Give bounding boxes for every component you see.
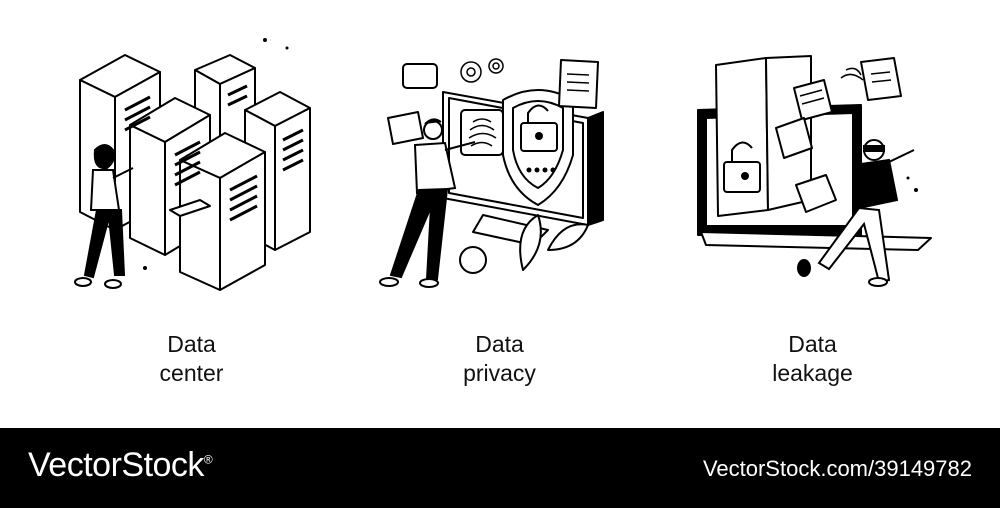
- data-privacy-panel: Data privacy: [333, 0, 666, 428]
- data-leakage-caption: Data leakage: [646, 330, 979, 388]
- caption-line-1: Data: [167, 331, 216, 357]
- caption-line-2: center: [159, 360, 224, 386]
- data-center-caption: Data center: [25, 330, 358, 388]
- caption-line-1: Data: [475, 331, 524, 357]
- stock-id-url: VectorStock.com/39149782: [702, 456, 972, 481]
- data-center-panel: Data center: [25, 0, 358, 428]
- vectorstock-logo: VectorStock®: [28, 446, 213, 485]
- registered-mark: ®: [203, 452, 213, 467]
- caption-line-1: Data: [788, 331, 837, 357]
- data-leakage-illustration: [697, 55, 932, 287]
- data-center-illustration: [74, 38, 311, 291]
- data-privacy-caption: Data privacy: [333, 330, 666, 388]
- watermark-bar: VectorStock® VectorStock.com/39149782: [0, 428, 1000, 508]
- data-leakage-panel: Data leakage: [646, 0, 979, 428]
- brand-name: VectorStock: [28, 446, 204, 484]
- caption-line-2: privacy: [463, 360, 536, 386]
- data-privacy-illustration: [379, 58, 604, 288]
- caption-line-2: leakage: [772, 360, 853, 386]
